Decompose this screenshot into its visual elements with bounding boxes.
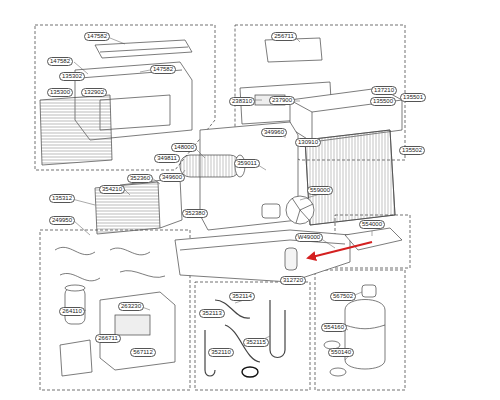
- callout-number: 264110: [59, 307, 85, 316]
- callout-number: 550140: [328, 348, 354, 357]
- callout-number: 263230: [118, 302, 144, 311]
- callout-number: 349811: [154, 154, 180, 163]
- callout-number: 266711: [95, 334, 121, 343]
- callout-number: 135302: [59, 72, 85, 81]
- callout-number: 352113: [199, 309, 225, 318]
- callout-number: 147582: [84, 32, 110, 41]
- callout-number: 147582: [150, 65, 176, 74]
- callout-number: 567112: [130, 348, 156, 357]
- callout-number: 349600: [159, 173, 185, 182]
- callout-number: 256711: [271, 32, 297, 41]
- callout-number: W49000: [295, 233, 323, 242]
- callout-number: 135500: [370, 97, 396, 106]
- callout-number: 137210: [371, 86, 397, 95]
- callout-number: 554000: [359, 220, 385, 229]
- callout-number: 554160: [321, 323, 347, 332]
- callout-number: 349960: [261, 128, 287, 137]
- callout-number: 147582: [47, 57, 73, 66]
- callout-number: 352110: [208, 348, 234, 357]
- callout-number: 354210: [99, 185, 125, 194]
- callout-number: 359011: [234, 159, 260, 168]
- callout-number: 237900: [269, 96, 295, 105]
- callout-number: 135502: [399, 146, 425, 155]
- callout-number: 559000: [307, 186, 333, 195]
- callout-number: 238310: [229, 97, 255, 106]
- callout-number: 352115: [243, 338, 269, 347]
- callout-number: 130910: [295, 138, 321, 147]
- callout-number: 312720: [280, 276, 306, 285]
- callout-number: 148000: [171, 143, 197, 152]
- callout-number: 132902: [81, 88, 107, 97]
- callout-number: 352380: [182, 209, 208, 218]
- callout-number: 135501: [400, 93, 426, 102]
- callout-number: 352360: [127, 174, 153, 183]
- callout-number: 249950: [49, 216, 75, 225]
- callout-number: 135300: [47, 88, 73, 97]
- callout-number: 135312: [49, 194, 75, 203]
- callout-number: 567502: [330, 292, 356, 301]
- callout-number: 352114: [229, 292, 255, 301]
